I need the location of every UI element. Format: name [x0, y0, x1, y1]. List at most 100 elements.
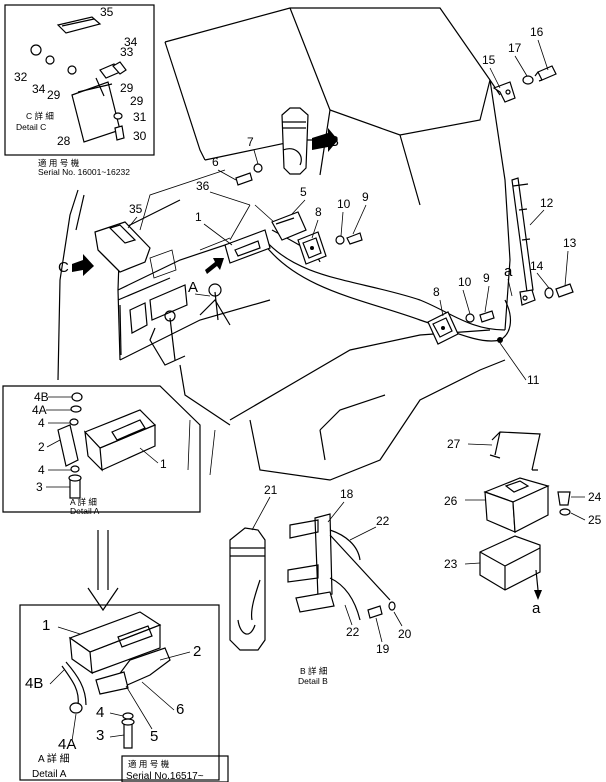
- label-a-3: 3: [36, 480, 43, 494]
- label-a-4b: 4: [38, 463, 45, 477]
- label-b-22a: 22: [376, 514, 390, 528]
- label-10b: 10: [458, 275, 472, 289]
- speaker-8-upper: [297, 231, 327, 265]
- detail-c-labels: 35 34 33 32 34 29 29 29 31 30 28 適 用 号 機…: [14, 5, 147, 177]
- detail-b-caption-jp: B 詳 細: [300, 666, 327, 676]
- label-a-4: 4: [38, 416, 45, 430]
- main-labels: 16 17 15 7 6 5 36 1 8 10 9 35 12 13 14 1…: [58, 25, 577, 387]
- detail-a-bottom-panel: A 詳 細 Detail A: [19, 604, 220, 781]
- radio-unit-5: [271, 211, 307, 241]
- label-b-19: 19: [376, 642, 390, 656]
- label-35: 35: [129, 202, 143, 216]
- label-16: 16: [530, 25, 544, 39]
- label-b-18: 18: [340, 487, 354, 501]
- label-a-2: 2: [38, 440, 45, 454]
- speaker-8-lower: [427, 311, 459, 345]
- label-c-31: 31: [133, 110, 147, 124]
- label-ab-6: 6: [176, 701, 184, 718]
- bolt-group-6-7: [235, 163, 263, 186]
- label-B: B: [329, 133, 339, 150]
- label-b-22b: 22: [346, 625, 360, 639]
- label-6: 6: [212, 155, 219, 169]
- holder-b: [281, 107, 338, 175]
- detail-c-serial: Serial No. 16001~16232: [38, 167, 130, 177]
- detail-c-caption-en: Detail C: [16, 122, 46, 132]
- detail-a-bottom-serial-jp: 適 用 号 機: [128, 759, 170, 769]
- label-15: 15: [482, 53, 496, 67]
- box-35-main: [72, 221, 151, 276]
- label-ab-4: 4: [96, 704, 104, 721]
- label-b-21: 21: [264, 483, 278, 497]
- label-A: A: [188, 279, 198, 296]
- box-group-parts: [479, 431, 571, 600]
- label-ab-3: 3: [96, 727, 104, 744]
- label-27: 27: [447, 437, 461, 451]
- main-leaders: [127, 39, 569, 381]
- detail-a-bottom-serial: Serial No.16517~: [126, 771, 204, 782]
- label-5: 5: [300, 185, 307, 199]
- detail-a-bottom-labels: 1 2 4B 6 4 4A 3 5 適 用 号 機 Serial No.1651…: [25, 617, 229, 782]
- label-ab-5: 5: [150, 728, 158, 745]
- label-c-29b: 29: [120, 81, 134, 95]
- transition-arrow: [87, 530, 119, 612]
- label-13: 13: [563, 236, 577, 250]
- label-36: 36: [196, 179, 210, 193]
- detail-a-top-caption-jp: A 詳 細: [70, 497, 97, 507]
- label-17: 17: [508, 41, 522, 55]
- label-a-4B: 4B: [34, 390, 49, 404]
- label-26: 26: [444, 494, 458, 508]
- box-group-labels: 27 26 24 25 23 a: [444, 437, 602, 617]
- detail-a-bottom-caption-jp: A 詳 細: [38, 752, 70, 765]
- bolt-group-13-14: [544, 283, 574, 299]
- label-a-main: a: [504, 263, 513, 280]
- label-c-29a: 29: [47, 88, 61, 102]
- label-a-1: 1: [160, 457, 167, 471]
- label-ab-4B: 4B: [25, 675, 43, 692]
- detail-a-bottom-caption-en: Detail A: [32, 769, 67, 780]
- detail-c-caption-jp: C 詳 細: [26, 111, 54, 121]
- label-25: 25: [588, 513, 602, 527]
- label-c-30: 30: [133, 129, 147, 143]
- detail-c-serial-jp: 適 用 号 機: [38, 158, 80, 168]
- label-12: 12: [540, 196, 554, 210]
- label-9a: 9: [362, 190, 369, 204]
- label-23: 23: [444, 557, 458, 571]
- antenna-assembly: [511, 177, 536, 306]
- label-24: 24: [588, 490, 602, 504]
- detail-a-top-caption-en: Detail A: [70, 506, 100, 516]
- label-14: 14: [530, 259, 544, 273]
- label-a-4A: 4A: [32, 403, 47, 417]
- label-c-35: 35: [100, 5, 114, 19]
- detail-b-labels: 21 18 22 22 19 20: [251, 483, 412, 656]
- label-ab-2: 2: [193, 643, 201, 660]
- label-11: 11: [527, 373, 540, 387]
- mount-bracket-15: [492, 65, 557, 103]
- detail-b-parts: B 詳 細 Detail B: [229, 513, 396, 686]
- label-c-33: 33: [120, 45, 134, 59]
- label-7: 7: [247, 135, 254, 149]
- label-ab-1: 1: [42, 617, 50, 634]
- radio-unit-1: [205, 229, 271, 274]
- detail-a-top-labels: 4B 4A 4 2 1 4 3 Detail A: [32, 390, 167, 516]
- label-b-20: 20: [398, 627, 412, 641]
- label-8b: 8: [433, 285, 440, 299]
- label-c-34: 34: [124, 35, 138, 49]
- bolt-group-9-10-upper: [335, 232, 363, 245]
- label-c-32: 32: [14, 70, 28, 84]
- label-a-box: a: [532, 600, 541, 617]
- cab-outline: [57, 7, 511, 481]
- detail-b-caption-en: Detail B: [298, 676, 328, 686]
- label-ab-4A: 4A: [58, 736, 76, 753]
- label-1: 1: [195, 210, 202, 224]
- bolt-group-9-10-lower: [465, 310, 495, 323]
- label-c-28: 28: [57, 134, 71, 148]
- label-10a: 10: [337, 197, 351, 211]
- label-C: C: [58, 259, 69, 276]
- detail-c-panel: C 詳 細 Detail C: [4, 4, 155, 156]
- label-c-29c: 29: [130, 94, 144, 108]
- label-8a: 8: [315, 205, 322, 219]
- label-c-34b: 34: [32, 82, 46, 96]
- label-9b: 9: [483, 271, 490, 285]
- detail-a-top-panel: A 詳 細: [2, 385, 201, 513]
